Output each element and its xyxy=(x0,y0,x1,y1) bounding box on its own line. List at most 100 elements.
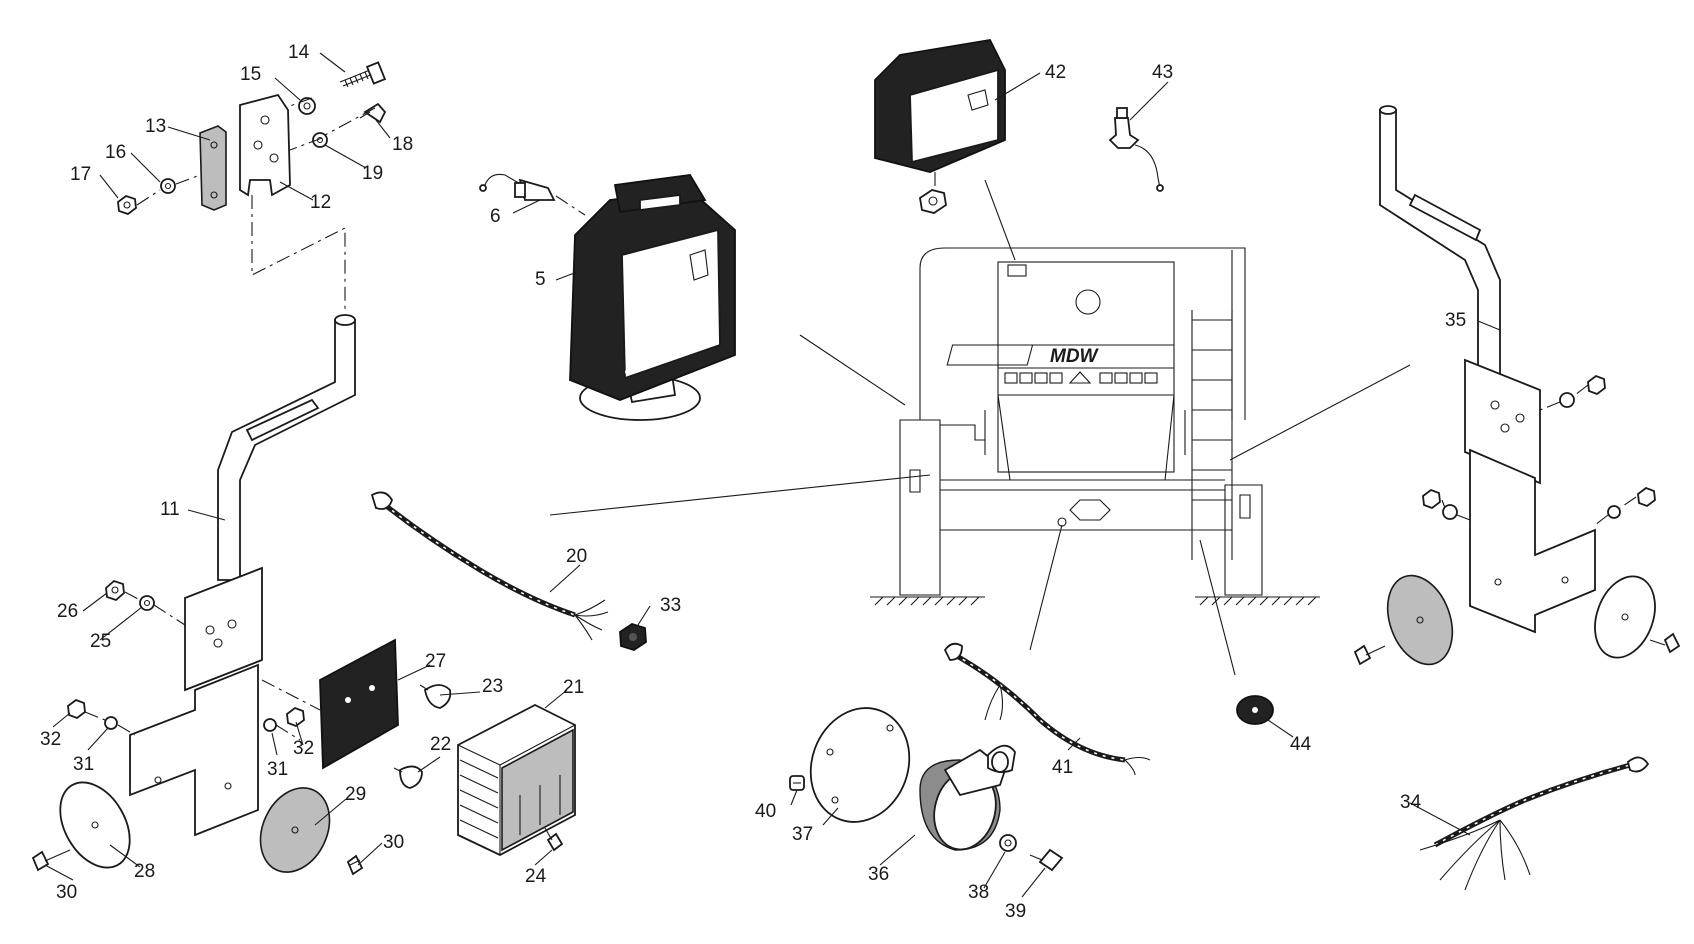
screw-39 xyxy=(1029,848,1064,872)
nut-right-mid-right xyxy=(1637,486,1656,508)
left-mounting-bracket xyxy=(239,93,291,197)
reflector-right-left xyxy=(1386,574,1454,666)
callout-16: 16 xyxy=(105,142,126,163)
callout-19: 19 xyxy=(362,163,383,184)
nut-right-mid-left xyxy=(1422,488,1441,510)
location-line-lamp xyxy=(984,179,1016,261)
machine-logo: MDW xyxy=(946,344,1100,367)
washer-19 xyxy=(312,132,328,148)
callout-39: 39 xyxy=(1005,901,1026,922)
callout-13: 13 xyxy=(145,116,166,137)
callout-43: 43 xyxy=(1152,62,1173,83)
nut-32-right xyxy=(286,706,305,728)
washer-25 xyxy=(139,595,155,611)
nut-42 xyxy=(919,189,947,214)
callout-28: 28 xyxy=(134,861,155,882)
left-clamp-plate xyxy=(199,125,227,211)
callout-30b: 30 xyxy=(383,832,404,853)
callout-31a: 31 xyxy=(73,754,94,775)
machine-ladder xyxy=(1191,310,1233,560)
callout-40: 40 xyxy=(755,801,776,822)
washer-right-mid-right xyxy=(1607,505,1621,519)
screw-18 xyxy=(359,102,387,124)
washer-right-mid-left xyxy=(1442,504,1458,520)
washer-right-top xyxy=(1559,392,1575,408)
callout-14: 14 xyxy=(288,42,310,63)
callout-31b: 31 xyxy=(267,759,288,780)
callout-24: 24 xyxy=(525,866,547,887)
work-lamp-5 xyxy=(569,174,736,421)
left-support-tube xyxy=(217,314,356,581)
callout-23: 23 xyxy=(482,676,503,697)
callout-11: 11 xyxy=(160,499,180,520)
screw-30-right xyxy=(346,854,364,876)
right-mounting-plate xyxy=(1464,358,1541,485)
callout-6: 6 xyxy=(490,206,501,227)
callout-30a: 30 xyxy=(56,882,77,903)
svg-text:MDW: MDW xyxy=(1050,346,1100,367)
left-support-bracket xyxy=(129,663,259,837)
washer-16 xyxy=(160,178,176,194)
screw-right-right xyxy=(1649,632,1681,654)
callout-35: 35 xyxy=(1445,310,1466,331)
location-line-left-bracket xyxy=(799,334,906,406)
callout-42: 42 xyxy=(1045,62,1066,83)
callout-15: 15 xyxy=(240,64,261,85)
machine-body: MDW xyxy=(870,247,1320,606)
reflector-29 xyxy=(259,787,331,873)
nut-32-left xyxy=(67,698,86,720)
callout-22: 22 xyxy=(430,734,451,755)
callout-36: 36 xyxy=(868,864,889,885)
screw-24 xyxy=(544,827,564,852)
callout-12: 12 xyxy=(310,192,331,213)
location-line-plug-44 xyxy=(1199,539,1236,676)
location-line-right-bracket xyxy=(1229,364,1411,461)
callout-26: 26 xyxy=(57,601,78,622)
socket-cover-37 xyxy=(809,707,911,823)
callout-27: 27 xyxy=(425,651,446,672)
wiring-harness-41 xyxy=(943,642,1151,776)
callout-41: 41 xyxy=(1052,757,1073,778)
callout-34: 34 xyxy=(1400,792,1422,813)
left-mounting-plate xyxy=(184,566,263,692)
roof-lamp-42 xyxy=(874,39,1006,173)
socket-36 xyxy=(919,744,1016,851)
screw-30-left xyxy=(31,849,71,872)
tail-lamp-21 xyxy=(457,703,576,857)
callout-5: 5 xyxy=(535,269,546,290)
right-support-tube xyxy=(1379,105,1501,376)
nut-26 xyxy=(105,579,125,602)
callout-17: 17 xyxy=(70,164,91,185)
washer-15 xyxy=(298,97,316,115)
callout-37: 37 xyxy=(792,824,813,845)
washer-31-left xyxy=(104,716,118,730)
bulb-22 xyxy=(393,765,423,789)
machine-ground-hatch xyxy=(870,596,1320,606)
plug-44 xyxy=(1236,695,1274,725)
callout-21: 21 xyxy=(563,677,584,698)
callout-44: 44 xyxy=(1290,734,1312,755)
callout-32a: 32 xyxy=(40,729,61,750)
machine-control-panel xyxy=(1004,371,1158,384)
screw-40 xyxy=(789,775,805,791)
reflector-right-right xyxy=(1594,575,1656,659)
wiring-harness-20 xyxy=(370,491,609,641)
callout-32b: 32 xyxy=(293,738,314,759)
assembly-axis-top xyxy=(136,97,376,310)
assembly-axis-right xyxy=(1441,384,1637,526)
callout-leaders xyxy=(44,52,1501,898)
nut-17 xyxy=(117,194,137,216)
nut-right-top xyxy=(1587,374,1606,396)
callout-18: 18 xyxy=(392,134,413,155)
bulb-23 xyxy=(419,684,452,709)
screw-right-left xyxy=(1353,644,1386,666)
callout-38: 38 xyxy=(968,882,989,903)
gasket-27 xyxy=(319,638,399,770)
callout-labels: 14 15 13 18 16 19 17 12 6 5 42 43 35 11 … xyxy=(40,42,1466,922)
beacon-43 xyxy=(1108,107,1164,192)
right-support-bracket xyxy=(1469,448,1596,634)
bolt-14 xyxy=(339,61,387,88)
assembly-axis-lamp xyxy=(555,195,586,216)
location-line-harness-41 xyxy=(1029,524,1063,651)
